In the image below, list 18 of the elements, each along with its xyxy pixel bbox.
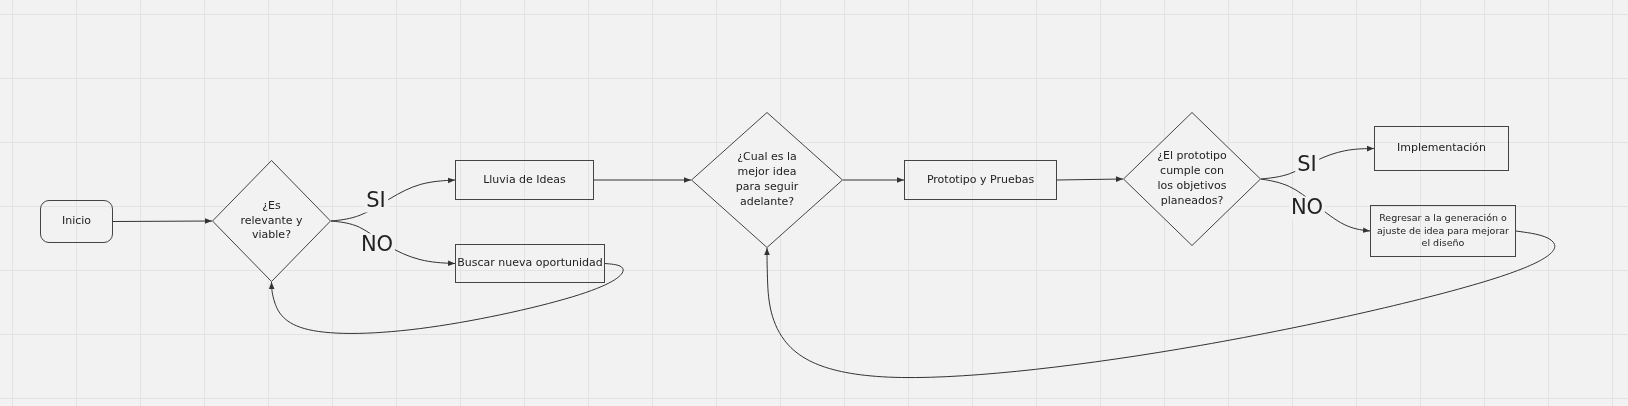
edge-label: NO: [1288, 196, 1326, 220]
arrow: [112, 218, 213, 224]
decision-diamond: ¿Es relevante y viable?: [212, 160, 331, 282]
process-box: Prototipo y Pruebas: [904, 160, 1057, 200]
arrow: [330, 177, 456, 222]
process-box: Lluvia de Ideas: [455, 160, 594, 200]
arrow: [268, 263, 624, 334]
arrow: [593, 177, 692, 183]
arrow: [1056, 176, 1124, 182]
arrow: [842, 177, 905, 183]
process-box: Buscar nueva oportunidad: [455, 244, 605, 283]
edge-label: SI: [364, 189, 388, 213]
start-box: Inicio: [40, 200, 113, 243]
arrow: [764, 230, 1556, 378]
decision-diamond: ¿Cual es la mejor idea para seguir adelante?: [691, 112, 843, 248]
decision-diamond: ¿El prototipo cumple con los objetivos planeados?: [1123, 112, 1261, 246]
process-box: Implementación: [1374, 126, 1509, 171]
process-box: Regresar a la generación o ajuste de idea para mejorar el diseño: [1370, 205, 1516, 257]
